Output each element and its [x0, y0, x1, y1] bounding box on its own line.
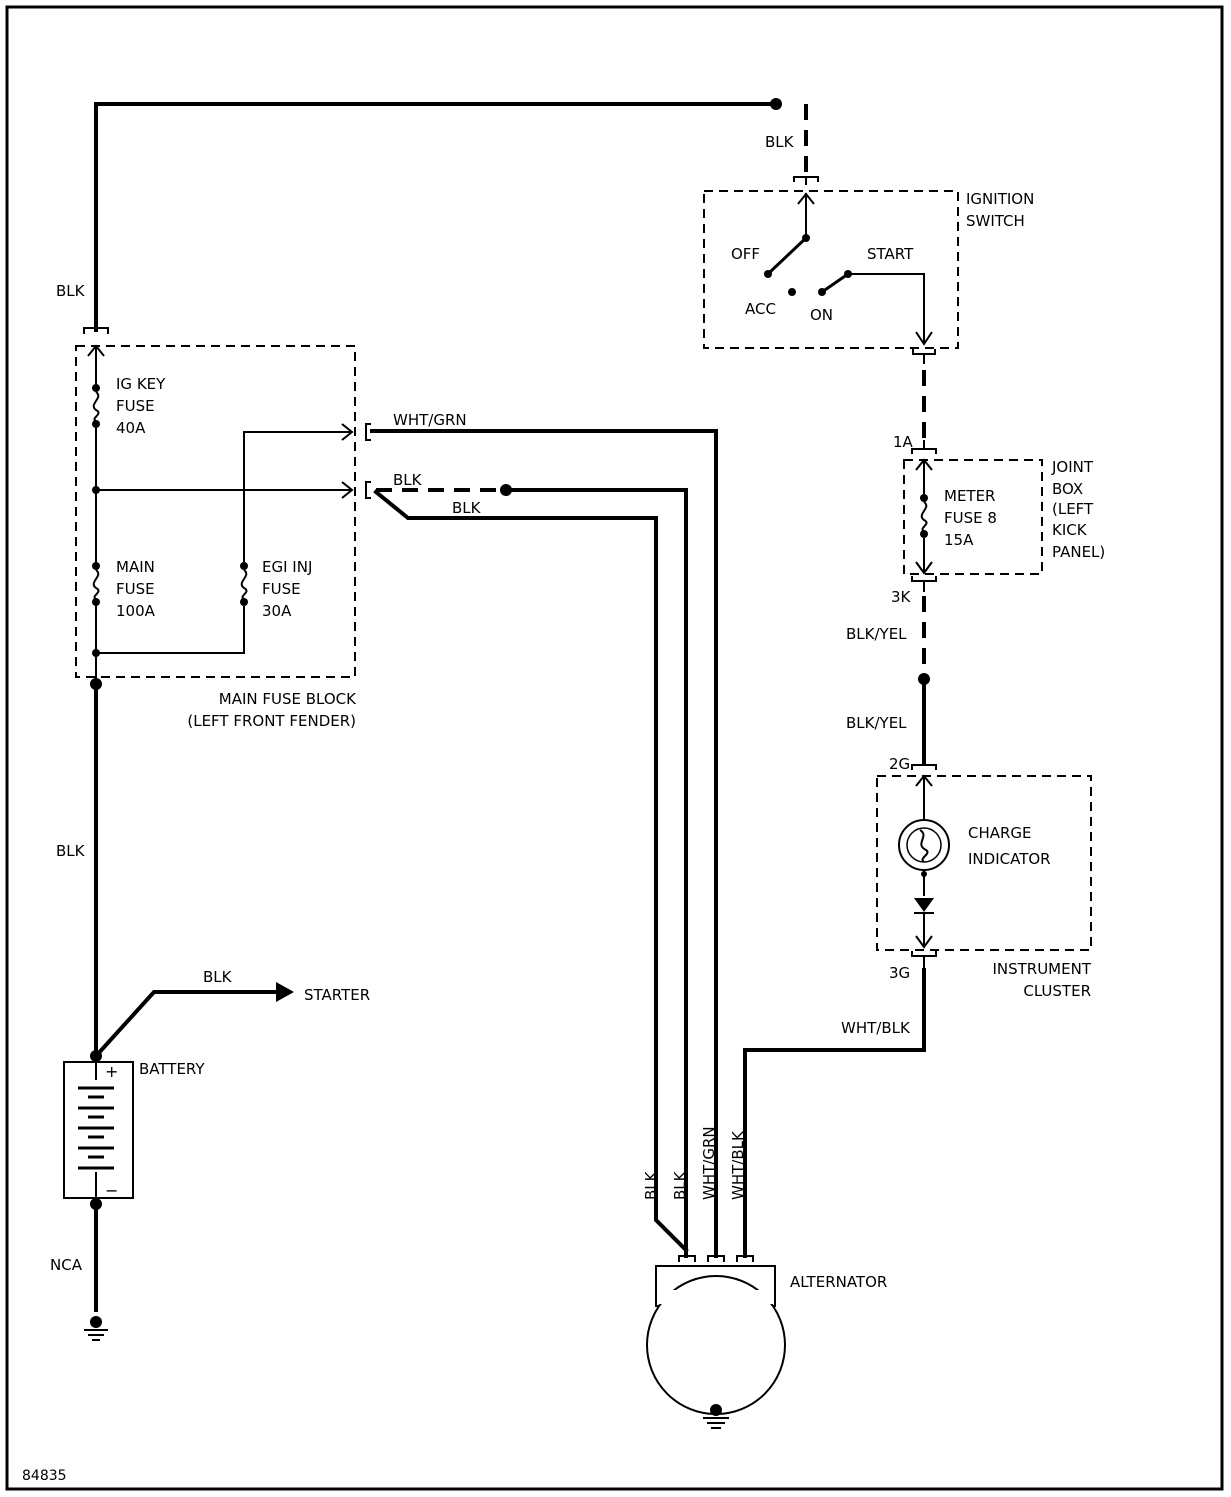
ig-key-fuse-label-3: 40A [116, 419, 146, 437]
main-fuse-label-2: FUSE [116, 580, 155, 598]
starter-label: STARTER [304, 986, 370, 1004]
egi-inj-fuse-label-2: FUSE [262, 580, 301, 598]
wire-label-nca: NCA [50, 1256, 83, 1274]
egi-inj-fuse-label-1: EGI INJ [262, 558, 312, 576]
wire-label-wht-blk: WHT/BLK [841, 1019, 911, 1037]
wire-label-blk-lower: BLK [452, 499, 482, 517]
charge-indicator-label-1: CHARGE [968, 824, 1032, 842]
charge-indicator-label-2: INDICATOR [968, 850, 1051, 868]
instrument-cluster-label-1: INSTRUMENT [992, 960, 1091, 978]
figure-id: 84835 [22, 1468, 67, 1484]
ignition-switch [703, 190, 959, 349]
joint-box-label-1: JOINT [1051, 458, 1094, 476]
meter-fuse-label-3: 15A [944, 531, 974, 549]
ignition-switch-label-1: IGNITION [966, 190, 1034, 208]
meter-fuse-label-1: METER [944, 487, 995, 505]
ignition-acc-label: ACC [745, 300, 776, 318]
ignition-switch-label-2: SWITCH [966, 212, 1025, 230]
instrument-cluster [876, 774, 1092, 970]
alternator-wiring [370, 429, 926, 1258]
battery-symbol [63, 1050, 134, 1312]
page-frame [5, 5, 1224, 1491]
ignition-to-joint-box [911, 349, 937, 454]
cluster-pin-in: 2G [889, 755, 910, 773]
ig-key-fuse-label-1: IG KEY [116, 375, 166, 393]
cluster-pin-out: 3G [889, 964, 910, 982]
wire-label-vert-blk-2: BLK [671, 1170, 689, 1200]
ground-icon [84, 1316, 108, 1341]
main-fuse-block-label-1: MAIN FUSE BLOCK [219, 690, 357, 708]
joint-box-to-cluster [911, 596, 937, 770]
instrument-cluster-label-2: CLUSTER [1023, 982, 1091, 1000]
alternator-label: ALTERNATOR [790, 1273, 887, 1291]
wire-label-blk-yel-lower: BLK/YEL [846, 714, 907, 732]
wire-label-blk-upper: BLK [393, 471, 423, 489]
joint-box-label-2: BOX [1052, 480, 1083, 498]
joint-box [903, 458, 1043, 592]
battery-label: BATTERY [139, 1060, 205, 1078]
wire-label-blk-mid-left: BLK [56, 842, 86, 860]
joint-box-pin-in: 1A [893, 433, 914, 451]
ig-key-fuse-label-2: FUSE [116, 397, 155, 415]
joint-box-label-4: KICK [1052, 521, 1088, 539]
joint-box-label-3: (LEFT [1052, 500, 1094, 518]
diode-icon [914, 898, 934, 912]
wire-label-vert-wht-blk: WHT/BLK [729, 1130, 747, 1200]
ignition-on-label: ON [810, 306, 833, 324]
alternator-symbol [646, 1255, 786, 1429]
meter-fuse-label-2: FUSE 8 [944, 509, 997, 527]
battery-minus-label: − [105, 1181, 118, 1200]
main-fuse-block-label-2: (LEFT FRONT FENDER) [187, 712, 356, 730]
egi-inj-fuse-label-3: 30A [262, 602, 292, 620]
main-feed-wiring [83, 98, 819, 334]
wire-label-wht-grn: WHT/GRN [393, 411, 467, 429]
wire-label-blk-ignition-feed: BLK [765, 133, 795, 151]
joint-box-pin-out: 3K [891, 588, 912, 606]
wire-label-blk-starter: BLK [203, 968, 233, 986]
main-fuse-label-3: 100A [116, 602, 156, 620]
wire-label-vert-blk-1: BLK [642, 1170, 660, 1200]
joint-box-label-5: PANEL) [1052, 543, 1105, 561]
ignition-start-label: START [867, 245, 914, 263]
battery-plus-label: + [105, 1062, 118, 1081]
wire-label-blk-top-left: BLK [56, 282, 86, 300]
ignition-off-label: OFF [731, 245, 760, 263]
main-fuse-label-1: MAIN [116, 558, 155, 576]
starter-arrow-icon [276, 982, 294, 1002]
main-fuse-block [75, 344, 371, 684]
wire-label-blk-yel-upper: BLK/YEL [846, 625, 907, 643]
wire-label-vert-wht-grn: WHT/GRN [700, 1126, 718, 1200]
battery-feed [90, 678, 294, 1059]
